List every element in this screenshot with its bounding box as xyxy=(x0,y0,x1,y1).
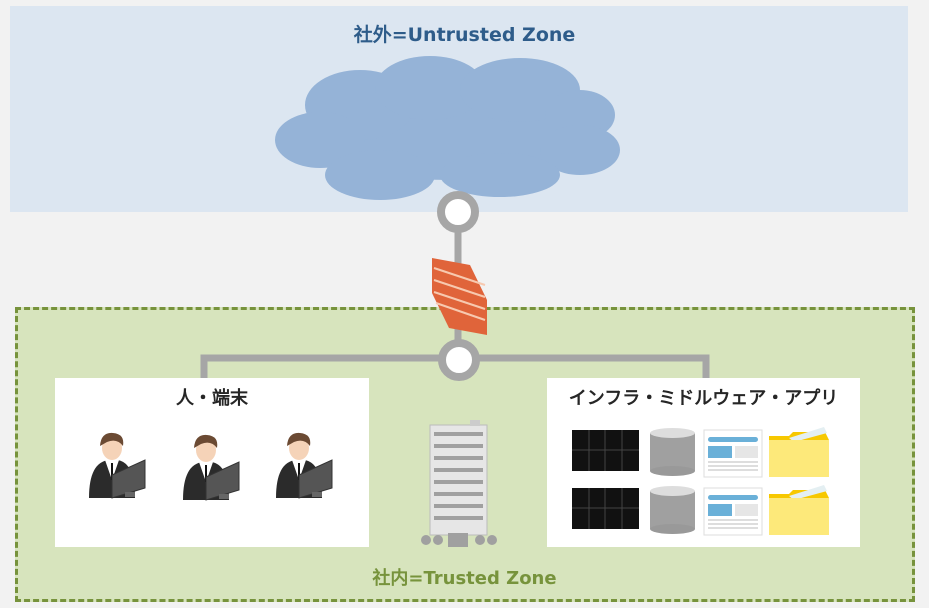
people-devices-title: 人・端末 xyxy=(176,388,248,409)
folder-icon xyxy=(769,485,829,535)
firewall-icon xyxy=(432,258,487,335)
building-icon xyxy=(421,420,497,547)
infra-middleware-app-title: インフラ・ミドルウェア・アプリ xyxy=(568,388,839,409)
infra-icons xyxy=(571,427,829,536)
web-app-icon xyxy=(703,487,763,536)
untrusted-zone-label: 社外=Untrusted Zone xyxy=(353,24,576,46)
person-with-pc-icon xyxy=(88,431,146,499)
database-icon xyxy=(650,428,695,476)
server-rack-icon xyxy=(571,429,640,472)
trusted-zone-label: 社内=Trusted Zone xyxy=(372,568,557,589)
node-bottom xyxy=(438,339,480,381)
server-rack-icon xyxy=(571,487,640,530)
cloud-icon xyxy=(275,56,620,200)
infra-middleware-app-box: インフラ・ミドルウェア・アプリ xyxy=(547,378,860,547)
folder-icon xyxy=(769,427,829,477)
web-app-icon xyxy=(703,429,763,478)
person-with-pc-icon xyxy=(182,433,240,501)
database-icon xyxy=(650,486,695,534)
person-with-pc-icon xyxy=(275,431,333,499)
people-list xyxy=(88,431,333,501)
node-top xyxy=(437,191,479,233)
people-devices-box: 人・端末 xyxy=(55,378,369,547)
